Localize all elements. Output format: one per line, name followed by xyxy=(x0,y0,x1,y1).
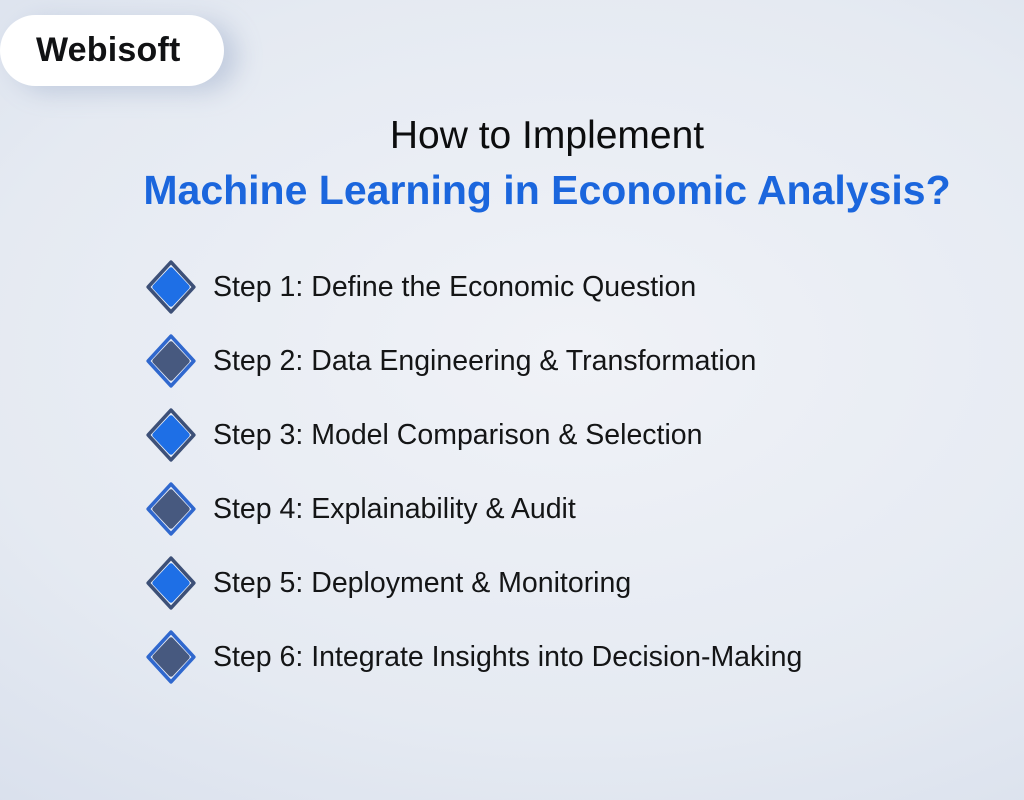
step-label: Step 6: Integrate Insights into Decision… xyxy=(213,640,803,673)
logo-text: Webisoft xyxy=(36,31,181,69)
step-row-3: Step 3: Model Comparison & Selection xyxy=(146,408,802,462)
step-row-4: Step 4: Explainability & Audit xyxy=(146,482,802,536)
step-label: Step 4: Explainability & Audit xyxy=(213,492,576,525)
title-block: How to Implement Machine Learning in Eco… xyxy=(0,112,1024,216)
diamond-icon xyxy=(146,630,196,684)
step-label: Step 5: Deployment & Monitoring xyxy=(213,566,632,599)
step-label: Step 1: Define the Economic Question xyxy=(213,270,697,303)
steps-list: Step 1: Define the Economic Question Ste… xyxy=(146,260,802,704)
step-row-5: Step 5: Deployment & Monitoring xyxy=(146,556,802,610)
title-line-2: Machine Learning in Economic Analysis? xyxy=(143,166,951,213)
diamond-icon xyxy=(146,408,196,462)
title-line-1: How to Implement xyxy=(389,114,705,157)
step-row-2: Step 2: Data Engineering & Transformatio… xyxy=(146,334,802,388)
step-label: Step 2: Data Engineering & Transformatio… xyxy=(213,344,757,377)
diamond-icon xyxy=(146,482,196,536)
step-row-1: Step 1: Define the Economic Question xyxy=(146,260,802,314)
step-label: Step 3: Model Comparison & Selection xyxy=(213,418,703,451)
diamond-icon xyxy=(146,556,196,610)
diamond-icon xyxy=(146,260,196,314)
step-row-6: Step 6: Integrate Insights into Decision… xyxy=(146,630,802,684)
diamond-icon xyxy=(146,334,196,388)
logo-badge: Webisoft xyxy=(0,15,224,86)
